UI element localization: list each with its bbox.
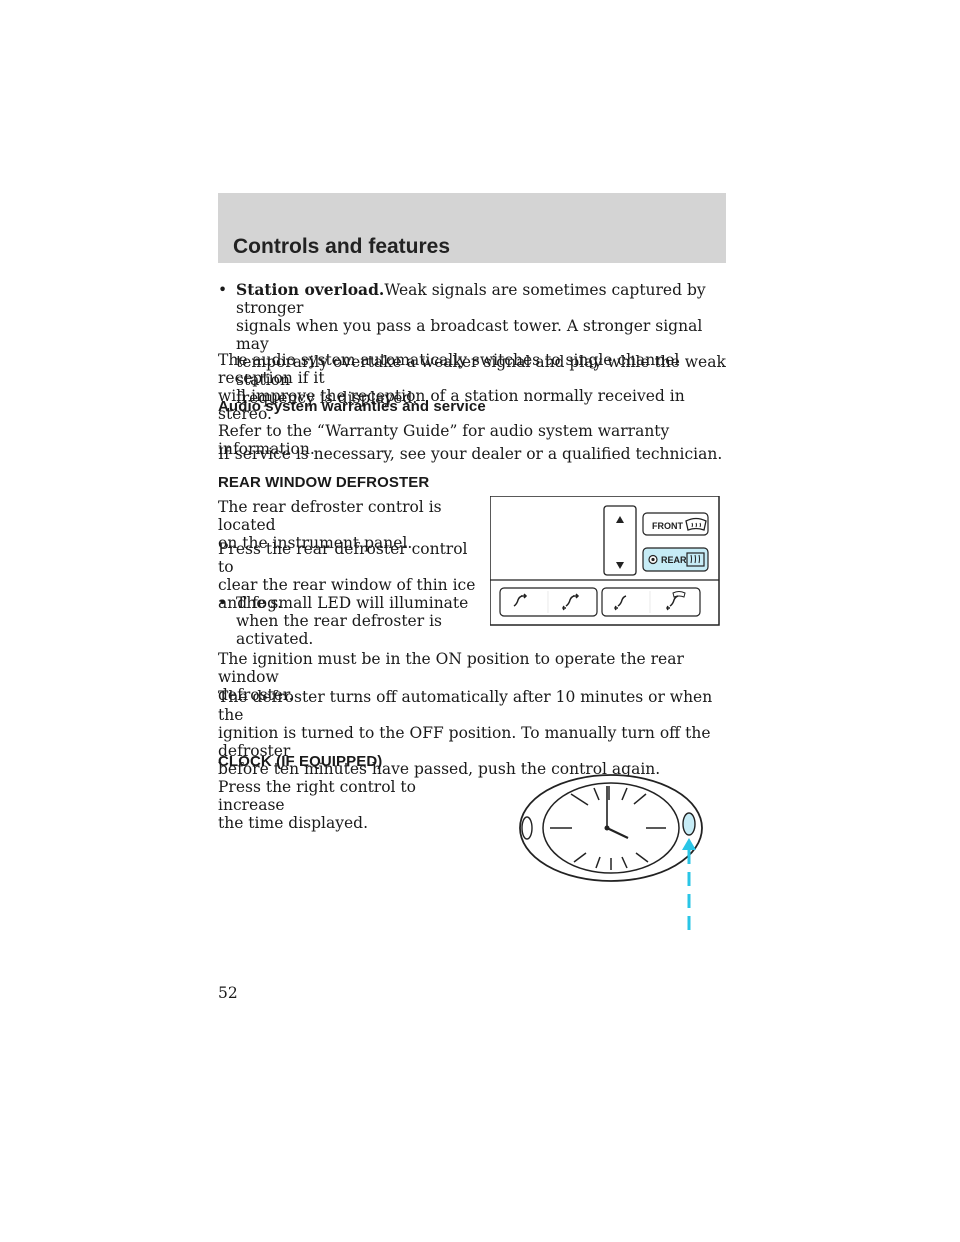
warranty-heading: Audio system warranties and service (218, 398, 486, 415)
chapter-header-bar: Controls and features (218, 193, 726, 263)
floor-defrost-vent-icon (666, 591, 686, 611)
right-clock-control[interactable] (682, 812, 696, 836)
left-clock-control[interactable] (521, 816, 533, 840)
clock-face-icon (542, 782, 680, 874)
station-overload-line: signals when you pass a broadcast tower.… (236, 317, 703, 353)
panel-svg: FRONT REAR (489, 495, 720, 626)
page-number: 52 (218, 984, 238, 1002)
floor-vent-icon (614, 595, 627, 611)
station-overload-line: frequency is displayed. (236, 389, 418, 407)
bullet-dot: • (218, 594, 228, 612)
bullet-dot: • (218, 281, 228, 299)
rear-label: REAR (661, 555, 687, 565)
mode-button-left[interactable] (499, 587, 598, 617)
front-defrost-icon (685, 517, 707, 531)
floor-panel-vent-icon (562, 593, 580, 611)
clock-illustration (516, 772, 712, 932)
down-arrow-icon (616, 562, 624, 569)
hour-hand (606, 827, 629, 839)
station-overload-line: temporarily overtake a weaker signal and… (236, 353, 726, 389)
station-overload-lead: Station overload. (236, 280, 385, 299)
rear-defroster-heading: REAR WINDOW DEFROSTER (218, 474, 430, 491)
hour-markers (550, 786, 666, 870)
auto-off-paragraph: The defroster turns off automatically af… (218, 688, 713, 778)
front-defrost-button[interactable]: FRONT (642, 512, 709, 536)
led-bullet: • The small LED will illuminate when the… (218, 594, 469, 648)
front-label: FRONT (652, 521, 683, 531)
single-channel-paragraph: The audio system automatically switches … (218, 351, 685, 423)
chapter-title: Controls and features (233, 235, 451, 258)
pointer-arrow-icon (682, 838, 696, 930)
warranty-paragraph: Refer to the “Warranty Guide” for audio … (218, 422, 670, 458)
temperature-rocker[interactable] (603, 505, 637, 576)
defroster-location-paragraph: The rear defroster control is located on… (218, 498, 442, 552)
defroster-press-paragraph: Press the rear defroster control to clea… (218, 540, 476, 612)
rear-defrost-icon (686, 552, 705, 567)
ignition-paragraph: The ignition must be in the ON position … (218, 650, 684, 704)
station-overload-bullet: • Station overload.Weak signals are some… (218, 280, 728, 408)
clock-paragraph: Press the right control to increase the … (218, 778, 416, 832)
mode-button-right[interactable] (601, 587, 701, 617)
service-paragraph: If service is necessary, see your dealer… (218, 445, 723, 463)
up-arrow-icon (616, 516, 624, 523)
panel-vent-icon (513, 593, 528, 607)
clock-svg (519, 774, 703, 930)
rear-defrost-button[interactable]: REAR (642, 547, 709, 572)
station-overload-line: Weak signals are sometimes captured by s… (236, 281, 706, 317)
clock-heading: CLOCK (IF EQUIPPED) (218, 753, 383, 770)
defroster-control-panel-illustration: FRONT REAR (489, 495, 720, 626)
